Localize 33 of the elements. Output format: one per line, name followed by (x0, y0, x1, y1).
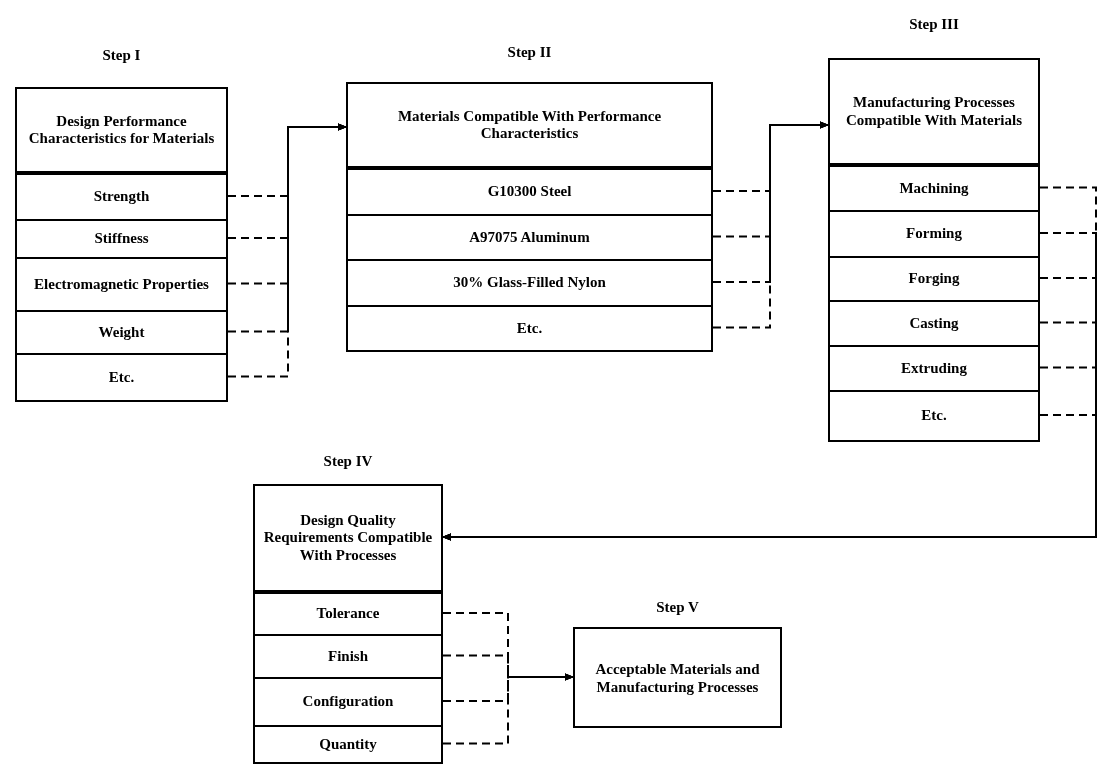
dashed-arrow (442, 414, 1097, 541)
row-label: 30% Glass-Filled Nylon (453, 274, 606, 292)
dashed-arrow (712, 121, 829, 329)
row-label: Weight (98, 323, 145, 342)
row-label: Etc. (921, 407, 947, 425)
step-heading: Step III (909, 16, 959, 33)
row-label: Strength (93, 188, 150, 206)
header-text: Materials Compatible With Performance Characteristics (396, 107, 663, 143)
header-text: Design Performance Characteristics for Materials (27, 112, 216, 148)
dashed-arrow (227, 123, 347, 378)
row-label: Stiffness (94, 230, 149, 248)
step-heading: Step I (102, 47, 141, 64)
row-label: Tolerance (316, 605, 380, 623)
row-label: Etc. (108, 368, 135, 387)
header-text: Manufacturing Processes Compatible With Materials (844, 94, 1024, 129)
row-label: A97075 Aluminum (469, 228, 590, 247)
row-label: Finish (328, 647, 368, 666)
step-heading: Step V (656, 599, 699, 616)
row-label: Configuration (302, 693, 394, 711)
row-label: G10300 Steel (487, 183, 572, 201)
step-heading: Step IV (323, 453, 373, 470)
row-label: Extruding (901, 359, 967, 378)
row-label: Quantity (319, 735, 377, 754)
row-label: Machining (899, 179, 969, 198)
row-label: Forming (906, 225, 962, 243)
row-label: Forging (908, 270, 960, 288)
step-heading: Step II (507, 44, 552, 61)
header-text: Acceptable Materials and Manufacturing Processes (594, 661, 761, 696)
dashed-arrow (442, 673, 574, 745)
header-text: Design Quality Requirements Compatible With Processes (262, 512, 434, 564)
row-label: Etc. (516, 319, 543, 338)
row-label: Casting (909, 314, 959, 333)
row-label: Electromagnetic Properties (34, 275, 209, 294)
